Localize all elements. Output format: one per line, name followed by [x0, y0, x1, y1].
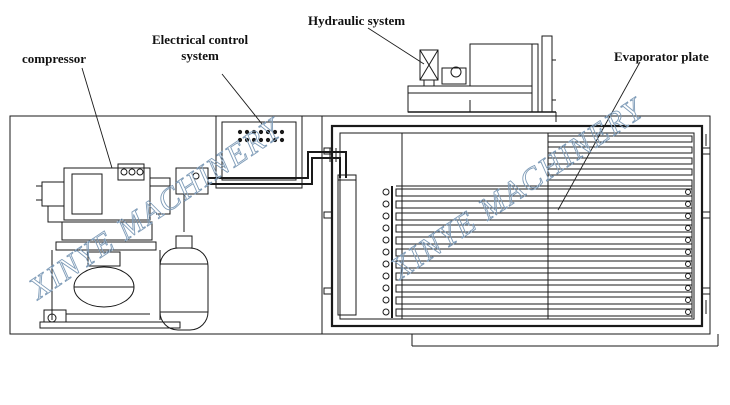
hydraulic-leader [367, 27, 425, 65]
watermark: XINYE MACHINERY XINYE MACHINERY [20, 90, 651, 308]
leader-lines [81, 27, 641, 211]
compressor-leader [81, 67, 113, 169]
electrical-control-label: Electrical control system [152, 32, 248, 64]
hydraulic-unit [407, 35, 557, 122]
hydraulic-system-label: Hydraulic system [308, 13, 406, 28]
freezer-cabinet [323, 124, 711, 328]
electrical-control-label-line2: system [181, 48, 219, 63]
compressor-label: compressor [22, 51, 87, 66]
electrical-leader [221, 73, 263, 125]
machine-frame [9, 115, 711, 335]
electrical-control-box [215, 115, 303, 189]
refrigerant-piping [208, 148, 347, 185]
evaporator-plate-stack [382, 185, 693, 318]
evaporator-leader [557, 61, 641, 211]
watermark-left: XINYE MACHINERY [21, 110, 289, 307]
compressor-unit [36, 163, 209, 331]
electrical-control-label-line1: Electrical control [152, 32, 249, 47]
evaporator-plate-label: Evaporator plate [614, 49, 709, 64]
